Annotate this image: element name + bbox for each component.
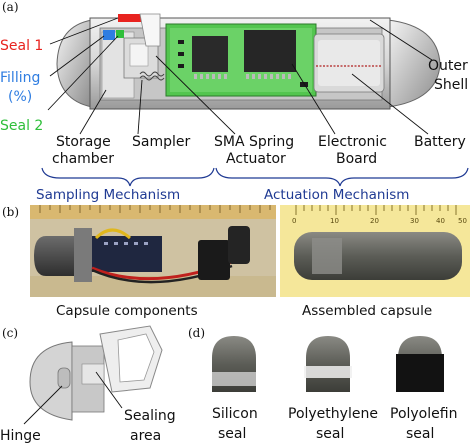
mechanism-braces (41, 167, 469, 187)
label-sampler: Sampler (132, 134, 190, 150)
seal-sample-polyethylene (304, 336, 352, 392)
seal-sample-polyolefin (396, 336, 444, 392)
label-polyolefin-line2: seal (406, 426, 434, 442)
caption-capsule-components: Capsule components (56, 303, 198, 319)
label-electronic-line1: Electronic (318, 134, 387, 150)
hinge-illustration (29, 325, 163, 421)
label-seal-1: Seal 1 (0, 38, 43, 54)
label-sma-line2: Actuator (226, 151, 286, 167)
label-battery: Battery (414, 134, 466, 150)
ruler-tick-30: 30 (410, 217, 419, 225)
panel-label-a: (a) (2, 0, 19, 14)
seal-sample-silicon (212, 336, 256, 392)
label-electronic-line2: Board (336, 151, 377, 167)
label-polyethylene-line1: Polyethylene (288, 406, 378, 422)
ruler-tick-10: 10 (330, 217, 339, 225)
label-polyethylene-line2: seal (316, 426, 344, 442)
label-sealing-line2: area (130, 428, 161, 444)
label-silicon-line1: Silicon (212, 406, 258, 422)
panel-a-leader-lines (47, 17, 433, 135)
ruler-tick-40: 40 (436, 217, 445, 225)
label-hinge: Hinge (0, 428, 41, 444)
caption-assembled-capsule: Assembled capsule (302, 303, 432, 319)
label-polyolefin-line1: Polyolefin (390, 406, 457, 422)
label-silicon-line2: seal (218, 426, 246, 442)
label-seal-2: Seal 2 (0, 118, 43, 134)
label-outer-line1: Outer (428, 58, 468, 74)
label-filling-unit: (%) (8, 89, 32, 105)
label-sealing-line1: Sealing (124, 408, 176, 424)
label-filling: Filling (0, 70, 40, 86)
panel-label-d: (d) (188, 326, 205, 340)
label-outer-line2: Shell (434, 77, 468, 93)
panel-c-leader-lines (23, 371, 123, 425)
label-storage-line2: chamber (52, 151, 114, 167)
label-actuation-mechanism: Actuation Mechanism (264, 187, 409, 203)
ruler-tick-0: 0 (292, 217, 296, 225)
label-sampling-mechanism: Sampling Mechanism (36, 187, 180, 203)
photo-capsule-components (30, 205, 276, 297)
ruler-tick-50: 50 (458, 217, 467, 225)
ruler-tick-20: 20 (370, 217, 379, 225)
seal-1-marker (118, 14, 142, 22)
label-storage-line1: Storage (56, 134, 111, 150)
panel-label-c: (c) (2, 326, 18, 340)
photo-assembled-capsule: 0 10 20 30 40 50 (280, 205, 470, 297)
filling-marker (103, 30, 115, 40)
label-sma-line1: SMA Spring (214, 134, 294, 150)
seal-2-marker (116, 30, 124, 38)
panel-label-b: (b) (2, 205, 19, 219)
capsule-cutaway-illustration (56, 13, 441, 110)
